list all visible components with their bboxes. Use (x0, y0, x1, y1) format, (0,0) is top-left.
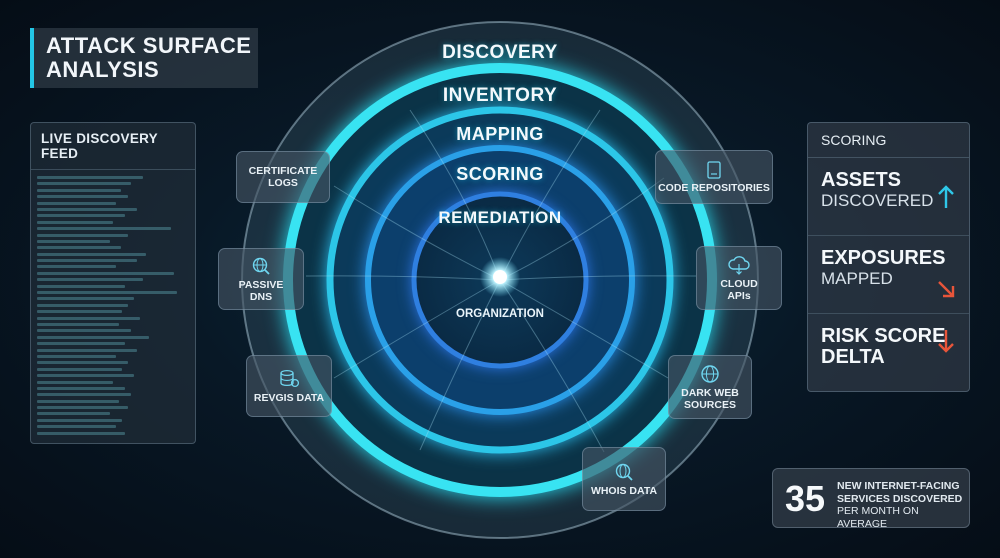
source-card-certificate-logs[interactable]: CERTIFICATE LOGS (236, 151, 330, 203)
metric-risk-line-1: RISK SCORE (821, 325, 946, 347)
dark-web-line-1: DARK WEB (681, 386, 739, 399)
metric-exposures-line-2: MAPPED (821, 269, 893, 288)
ring-label-remediation: REMEDIATION (438, 208, 562, 227)
certificate-logs-line-2: LOGS (268, 177, 298, 189)
cloud-icon (728, 255, 750, 275)
ring-label-inventory: INVENTORY (442, 85, 558, 106)
arrow-down-icon (938, 330, 954, 353)
metric-risk-line-2: DELTA (821, 346, 885, 368)
passive-dns-line-2: DNS (249, 290, 273, 303)
feed-log-lines (31, 170, 195, 435)
scoring-panel: SCORING ASSETS DISCOVERED EXPOSURES MAPP… (807, 122, 970, 392)
dark-web-line-2: SOURCES (684, 398, 736, 411)
ring-label-discovery: DISCOVERY (442, 42, 558, 63)
stat-line-1: NEW INTERNET-FACING (837, 480, 960, 492)
cloud-apis-line-2: APIs (727, 289, 751, 302)
globe-search-icon (615, 463, 633, 481)
ring-label-scoring: SCORING (456, 164, 544, 184)
certificate-logs-line-1: CERTIFICATE (248, 165, 318, 177)
new-services-stat: 35 NEW INTERNET-FACING SERVICES DISCOVER… (772, 468, 970, 530)
code-file-icon (707, 160, 721, 179)
revgis-data-label: REVGIS DATA (253, 391, 325, 404)
passive-dns-line-1: PASSIVE (238, 278, 284, 291)
source-card-revgis-data[interactable]: REVGIS DATA (246, 355, 332, 417)
stat-line-3: PER MONTH ON AVERAGE (837, 505, 919, 530)
arrow-down-right-icon (938, 281, 955, 298)
title-line-1: ATTACK SURFACE (46, 33, 252, 58)
metric-assets-line-2: DISCOVERED (821, 191, 934, 210)
source-card-cloud-apis[interactable]: CLOUD APIs (696, 246, 782, 310)
metric-exposures-mapped: EXPOSURES MAPPED (808, 236, 969, 314)
title-line-2: ANALYSIS (46, 57, 160, 82)
globe-search-icon (252, 257, 270, 275)
source-card-dark-web-sources[interactable]: DARK WEB SOURCES (668, 355, 752, 419)
cloud-apis-line-1: CLOUD (720, 277, 758, 290)
feed-title: LIVE DISCOVERY FEED (31, 123, 195, 170)
center-label: ORGANIZATION (456, 308, 544, 320)
whois-data-label: WHOIS DATA (590, 484, 658, 497)
stat-description: NEW INTERNET-FACING SERVICES DISCOVERED … (837, 480, 967, 530)
arrow-up-icon (938, 185, 954, 208)
scoring-heading: SCORING (808, 123, 969, 158)
stat-line-2: SERVICES DISCOVERED (837, 492, 963, 505)
database-icon (280, 369, 300, 387)
source-card-code-repositories[interactable]: CODE REPOSITORIES (655, 150, 773, 204)
source-card-passive-dns[interactable]: PASSIVE DNS (218, 248, 304, 310)
stat-number: 35 (785, 478, 826, 519)
metric-assets-line-1: ASSETS (821, 169, 902, 191)
source-card-whois-data[interactable]: WHOIS DATA (582, 447, 666, 511)
globe-icon (701, 364, 719, 383)
core-node (493, 270, 507, 284)
metric-risk-score-delta: RISK SCORE DELTA (808, 314, 969, 392)
metric-exposures-line-1: EXPOSURES (821, 247, 946, 269)
metric-assets-discovered: ASSETS DISCOVERED (808, 158, 969, 236)
code-repositories-label: CODE REPOSITORIES (658, 181, 770, 194)
live-discovery-feed-panel: LIVE DISCOVERY FEED (30, 122, 196, 444)
page-title: ATTACK SURFACE ANALYSIS (30, 28, 258, 88)
ring-label-mapping: MAPPING (456, 124, 544, 144)
